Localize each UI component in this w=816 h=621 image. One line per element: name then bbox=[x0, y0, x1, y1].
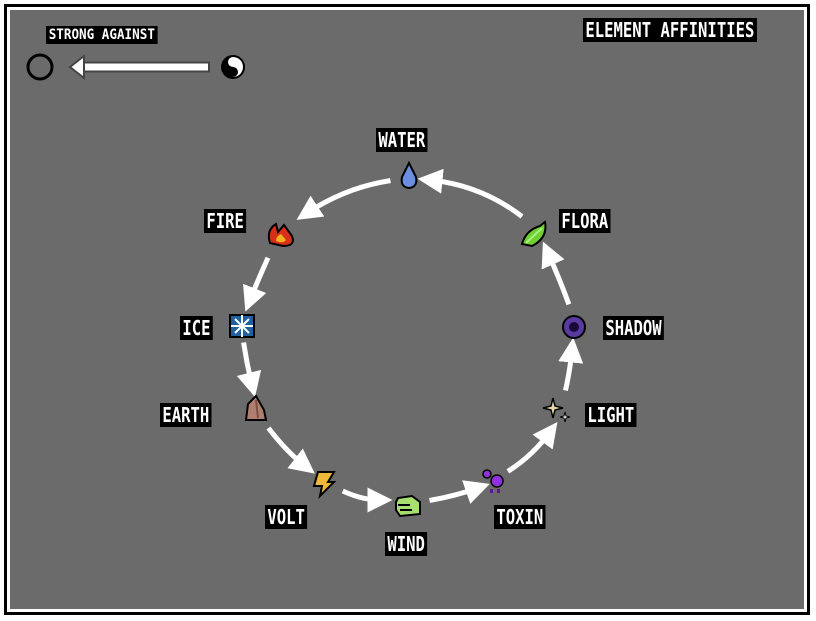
element-label-earth: EARTH bbox=[160, 403, 212, 427]
snowflake-icon bbox=[229, 314, 255, 338]
element-label-flora: FLORA bbox=[559, 209, 611, 233]
legend-label: STRONG AGAINST bbox=[46, 26, 158, 44]
element-label-wind: WIND bbox=[385, 532, 428, 556]
arrow-fire-ice bbox=[243, 256, 271, 312]
element-label-water: WATER bbox=[376, 128, 428, 152]
leaf-icon bbox=[520, 220, 547, 248]
arrow-toxin-light bbox=[506, 421, 558, 474]
dark-orb-icon bbox=[562, 315, 586, 339]
water-drop-icon bbox=[400, 160, 418, 190]
rock-icon bbox=[244, 394, 268, 421]
page-title: ELEMENT AFFINITIES bbox=[583, 18, 757, 42]
element-label-shadow: SHADOW bbox=[603, 316, 665, 340]
empty-circle-icon bbox=[26, 53, 54, 81]
arrow-volt-wind bbox=[341, 487, 393, 513]
arrow-earth-volt bbox=[266, 426, 315, 474]
yin-yang-icon bbox=[221, 55, 245, 79]
element-label-toxin: TOXIN bbox=[494, 505, 546, 529]
flame-icon bbox=[267, 222, 294, 248]
lightning-icon bbox=[312, 471, 337, 500]
element-label-light: LIGHT bbox=[585, 403, 637, 427]
element-label-ice: ICE bbox=[180, 316, 213, 340]
wind-gust-icon bbox=[395, 494, 421, 518]
arrow-wind-toxin bbox=[429, 480, 490, 504]
element-label-volt: VOLT bbox=[265, 505, 308, 529]
legend-arrow-icon bbox=[68, 53, 210, 81]
sparkle-icon bbox=[542, 397, 571, 423]
arrow-shadow-flora bbox=[541, 241, 572, 306]
arrow-water-fire bbox=[296, 178, 391, 220]
arrow-light-shadow bbox=[558, 337, 584, 391]
arrow-flora-water bbox=[417, 168, 524, 219]
relation-arrows bbox=[236, 168, 584, 513]
element-label-fire: FIRE bbox=[204, 209, 247, 233]
toxic-bubbles-icon bbox=[482, 469, 504, 493]
arrow-ice-earth bbox=[236, 342, 262, 398]
